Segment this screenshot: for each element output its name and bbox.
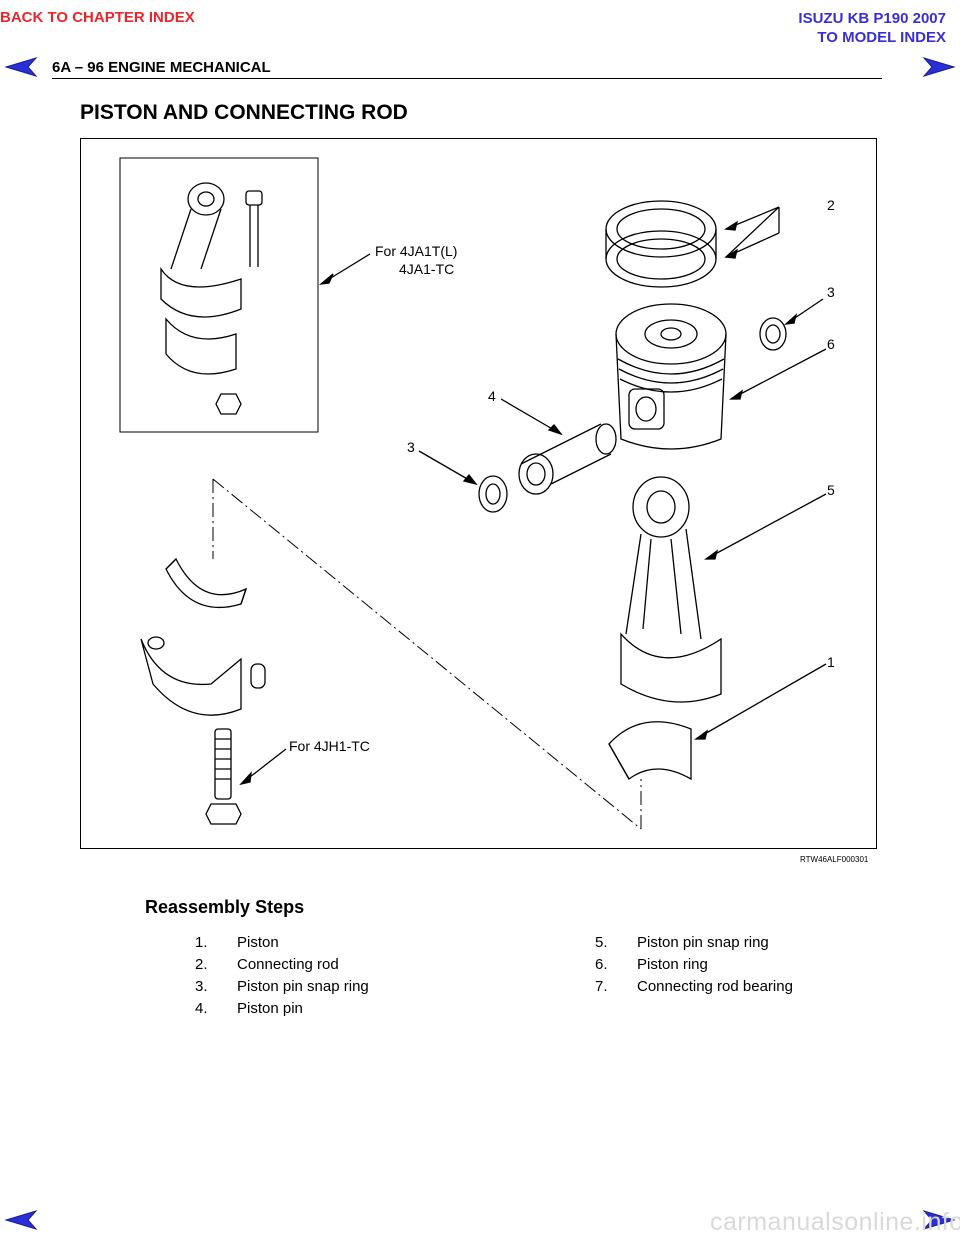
jh1-bolt <box>205 728 242 825</box>
step-text: Connecting rod <box>237 956 339 973</box>
step-text: Connecting rod bearing <box>637 978 793 995</box>
part-label-3-left: 3 <box>407 439 415 455</box>
snap-ring-left <box>478 475 508 513</box>
step-num: 6. <box>595 956 608 973</box>
next-page-arrow-icon[interactable] <box>922 56 956 78</box>
part-label-2: 2 <box>827 197 835 213</box>
figure-code: RTW46ALF000301 <box>800 855 869 864</box>
part-label-4: 4 <box>488 388 496 404</box>
step-num: 2. <box>195 956 208 973</box>
ring-callout-lines <box>725 206 780 258</box>
step-text: Piston pin snap ring <box>637 934 769 951</box>
step-num: 1. <box>195 934 208 951</box>
snap-ring-right <box>759 317 787 351</box>
step-text: Piston pin <box>237 1000 303 1017</box>
step-text: Piston <box>237 934 279 951</box>
jh1-bearing-upper <box>165 557 248 609</box>
header-divider <box>52 78 882 79</box>
piston-pin <box>518 423 617 495</box>
back-to-chapter-index-link[interactable]: BACK TO CHAPTER INDEX <box>0 9 195 26</box>
model-index-block[interactable]: ISUZU KB P190 2007 TO MODEL INDEX <box>798 9 946 47</box>
part-label-6: 6 <box>827 336 835 352</box>
exploded-view-figure: For 4JA1T(L) 4JA1-TC For 4JH1-TC 2 3 6 4… <box>80 138 877 849</box>
connecting-rod <box>620 476 722 703</box>
model-title: ISUZU KB P190 2007 <box>798 10 946 27</box>
section-header: 6A – 96 ENGINE MECHANICAL <box>52 59 271 76</box>
watermark: carmanualsonline.info <box>710 1208 960 1236</box>
piston <box>615 303 727 450</box>
connecting-rod-bearing <box>608 721 692 781</box>
step-num: 7. <box>595 978 608 995</box>
step-text: Piston ring <box>637 956 708 973</box>
piston-callout-line <box>730 348 827 400</box>
inset-box <box>119 157 319 433</box>
step-text: Piston pin snap ring <box>237 978 369 995</box>
step-num: 3. <box>195 978 208 995</box>
jh1-cap <box>140 636 266 716</box>
page-title: PISTON AND CONNECTING ROD <box>80 101 408 124</box>
step-num: 5. <box>595 934 608 951</box>
to-model-index-link[interactable]: TO MODEL INDEX <box>817 29 946 46</box>
part-label-3-right: 3 <box>827 284 835 300</box>
step-num: 4. <box>195 1000 208 1017</box>
inset-connecting-rod <box>160 182 263 415</box>
callout-4jh1: For 4JH1-TC <box>289 738 370 754</box>
part-label-1: 1 <box>827 654 835 670</box>
piston-rings <box>605 200 717 288</box>
part-label-5: 5 <box>827 482 835 498</box>
prev-page-arrow-icon[interactable] <box>4 56 38 78</box>
next-page-arrow-icon[interactable] <box>922 1209 956 1231</box>
callout-4ja1-sub: 4JA1-TC <box>399 261 454 277</box>
reassembly-steps-title: Reassembly Steps <box>145 897 305 917</box>
callout-4ja1: For 4JA1T(L) <box>375 243 457 259</box>
prev-page-arrow-icon[interactable] <box>4 1209 38 1231</box>
exploded-view-drawing: For 4JA1T(L) 4JA1-TC For 4JH1-TC 2 3 6 4… <box>119 157 835 830</box>
